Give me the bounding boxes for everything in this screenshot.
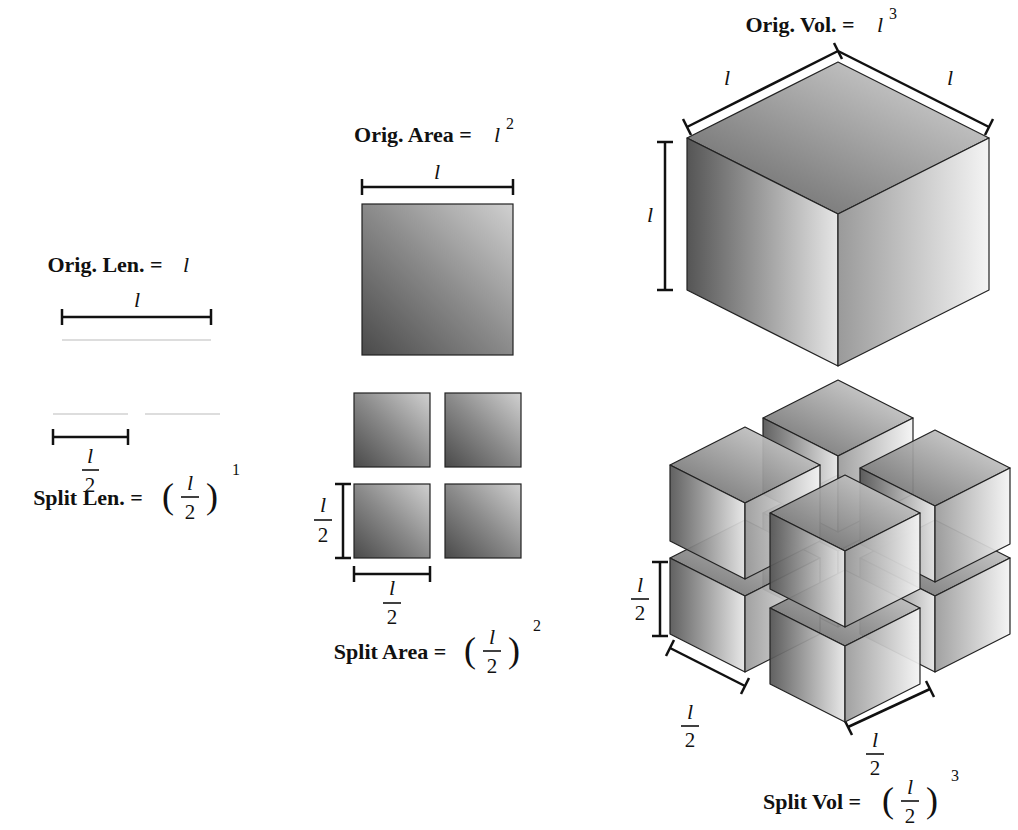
cube-face [770,608,845,722]
dimension-label: l [134,289,140,311]
dimension-label: 2 [387,607,398,628]
dimension-label: l [87,445,93,467]
cube-face [770,513,845,627]
parenthesis: ) [206,478,218,514]
dimension-label: 2 [870,758,881,779]
dimension-label: l [907,776,913,798]
exponent: 3 [951,768,959,784]
dimension-label: l [647,204,653,226]
cube-face [687,138,838,366]
exponent: 2 [533,618,541,634]
heading-label: Split Len. = [33,487,143,509]
dimension-label: l [687,701,693,723]
dimension-label: l [724,67,730,89]
dimension-label: l [489,626,495,648]
cube-face [845,513,920,627]
dimension-label: l [320,494,326,516]
dimension-label: l [877,14,883,36]
parenthesis: ) [926,782,938,818]
dimension-label: 2 [905,806,916,827]
exponent: 3 [889,6,897,22]
cube-face [838,138,989,366]
cube-face [670,558,745,672]
cube-face [845,608,920,722]
parenthesis: ( [882,782,894,818]
parenthesis: ) [508,632,520,668]
dimension-label: l [434,161,440,183]
heading-label: Orig. Area = [354,124,472,146]
dimension-label: l [187,472,193,494]
dimension-label: l [637,574,643,596]
dimension-label: 2 [318,525,329,546]
dimension-label: 2 [685,730,696,751]
heading-label: Orig. Len. = [47,254,162,276]
exponent: 2 [506,116,514,132]
dimension-label: l [389,577,395,599]
dimension-label: l [494,124,500,146]
dimension-label: 2 [487,656,498,677]
heading-label: Orig. Vol. = [745,14,854,36]
heading-label: Split Vol = [763,791,861,813]
dimension-label: l [183,254,189,276]
heading-label: Split Area = [334,641,446,663]
parenthesis: ( [464,632,476,668]
exponent: 1 [232,462,240,478]
dimension-label: 2 [185,502,196,523]
parenthesis: ( [162,478,174,514]
dimension-label: 2 [635,603,646,624]
dimension-label: l [947,67,953,89]
cube-face [935,468,1010,582]
dimension-label: l [872,729,878,751]
cube-face [670,465,745,579]
